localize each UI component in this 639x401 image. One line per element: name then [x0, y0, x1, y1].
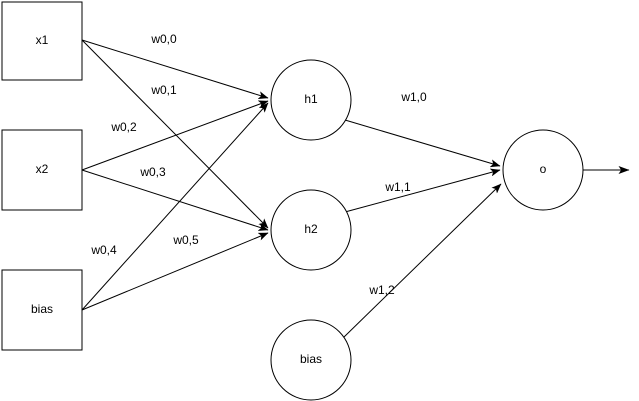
node-h2-shape — [270, 189, 352, 271]
edge-h2-o — [344, 168, 501, 213]
node-h1[interactable]: h1 — [270, 59, 352, 141]
node-hidden-bias-shape — [270, 319, 352, 401]
edge-bias1-o — [342, 183, 502, 339]
node-output[interactable]: o — [502, 129, 584, 211]
node-h1-shape — [270, 59, 352, 141]
node-x2-label: x2 — [36, 162, 49, 176]
node-input-bias-label: bias — [31, 302, 53, 316]
node-output-label: o — [540, 162, 547, 176]
edge-label-w1-1: w1,1 — [384, 180, 411, 194]
edge-label-w0-1: w0,1 — [150, 83, 177, 97]
edge-bias0-h1 — [81, 102, 269, 311]
edge-h1-o — [344, 119, 501, 168]
node-hidden-bias-label: bias — [300, 352, 322, 366]
node-output-shape — [502, 129, 584, 211]
node-input-bias[interactable]: bias — [1, 269, 83, 351]
node-x2[interactable]: x2 — [1, 129, 83, 211]
node-h2[interactable]: h2 — [270, 189, 352, 271]
edge-x1-h2 — [81, 39, 269, 229]
node-x1[interactable]: x1 — [1, 1, 83, 81]
edge-label-w0-5: w0,5 — [172, 233, 199, 247]
edge-bias0-h2 — [81, 232, 269, 311]
edge-x1-h1 — [81, 39, 269, 99]
edge-x2-h2 — [81, 169, 269, 231]
edge-label-w1-2: w1,2 — [368, 283, 395, 297]
node-hidden-bias[interactable]: bias — [270, 319, 352, 401]
edge-label-w0-3: w0,3 — [139, 165, 166, 179]
edge-label-w0-4: w0,4 — [90, 243, 117, 257]
edge-label-w0-0: w0,0 — [150, 32, 177, 46]
node-x1-label: x1 — [36, 33, 49, 47]
node-h1-label: h1 — [304, 92, 318, 106]
node-x1-shape — [1, 1, 83, 81]
edge-label-w0-2: w0,2 — [110, 120, 137, 134]
node-x2-shape — [1, 129, 83, 211]
edge-x2-h1 — [81, 100, 269, 171]
node-h2-label: h2 — [304, 222, 318, 236]
edge-label-w1-0: w1,0 — [400, 90, 427, 104]
node-input-bias-shape — [1, 269, 83, 351]
